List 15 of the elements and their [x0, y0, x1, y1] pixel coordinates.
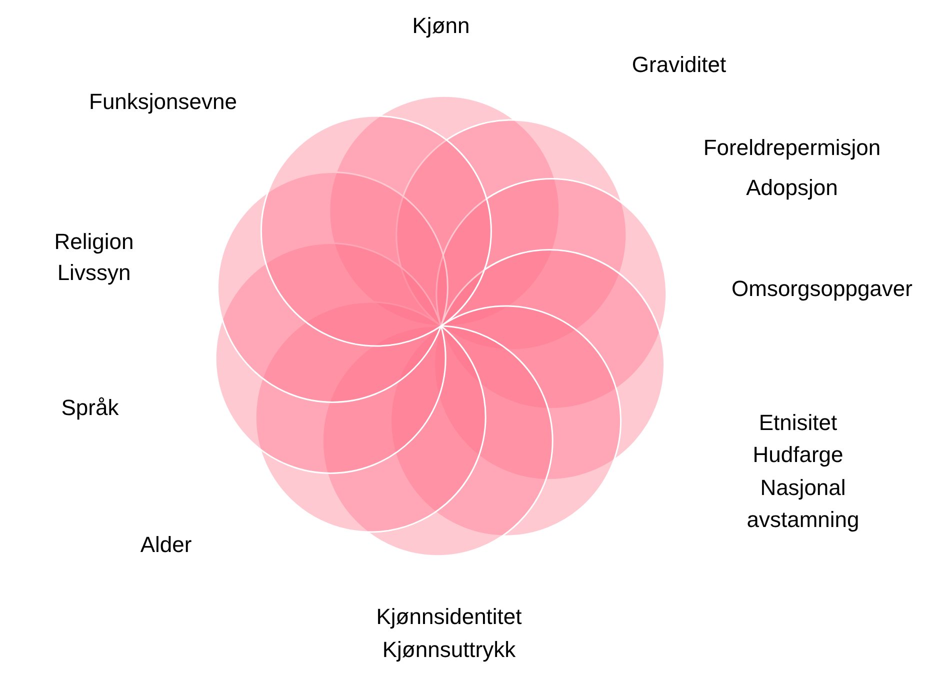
category-label: Nasjonal avstamning: [746, 474, 860, 534]
category-label: Kjønnsidentitet: [376, 603, 522, 631]
category-label: Alder: [140, 531, 192, 559]
category-label: Språk: [61, 394, 119, 422]
category-label: Etnisitet: [758, 409, 838, 437]
category-label: Funksjonsevne: [89, 88, 237, 116]
category-label: Religion: [54, 228, 134, 256]
category-label: Graviditet: [632, 51, 726, 79]
category-label: Adopsjon: [746, 174, 838, 202]
category-label: Livssyn: [57, 259, 131, 287]
category-label: Kjønnsuttrykk: [382, 636, 516, 664]
category-label: Hudfarge: [752, 441, 844, 469]
category-label: Foreldrepermisjon: [703, 134, 881, 162]
category-label: Kjønn: [412, 12, 470, 40]
category-label: Omsorgsoppgaver: [732, 275, 912, 303]
